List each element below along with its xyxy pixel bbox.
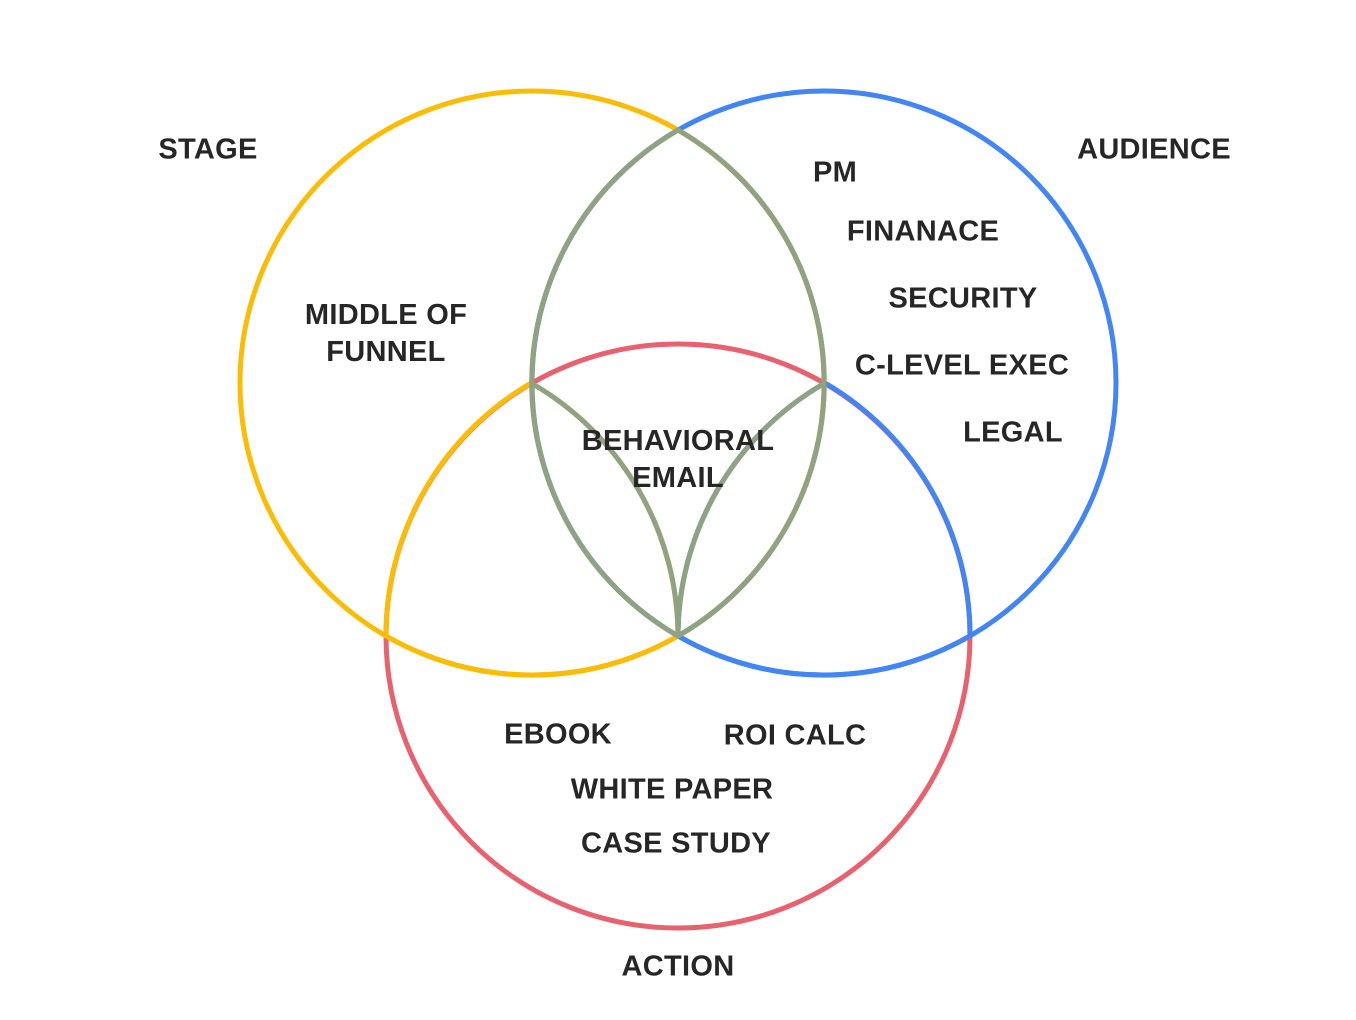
- stage-item-line-2: FUNNEL: [326, 336, 446, 368]
- stage-item-line-1: MIDDLE OF: [304, 299, 468, 331]
- stage-title: STAGE: [158, 133, 258, 166]
- action-item-ebook: EBOOK: [504, 718, 612, 751]
- center-item-line-1: BEHAVIORAL: [581, 425, 775, 457]
- overlap-center-edges: [529, 380, 827, 637]
- audience-item-finance: FINANACE: [846, 215, 1000, 248]
- center-item-line-2: EMAIL: [632, 462, 724, 494]
- action-title: ACTION: [621, 950, 735, 983]
- stage-item: MIDDLE OF FUNNEL: [305, 297, 467, 371]
- audience-title: AUDIENCE: [1077, 133, 1231, 166]
- audience-item-legal: LEGAL: [963, 416, 1063, 449]
- overlap-stage-audience: [529, 127, 827, 639]
- action-item-white-paper: WHITE PAPER: [570, 773, 774, 806]
- overlap-stage-audience-edges: [529, 127, 827, 639]
- audience-item-c-level-exec: C-LEVEL EXEC: [854, 349, 1070, 382]
- center-item: BEHAVIORAL EMAIL: [582, 423, 775, 497]
- action-item-roi-calc: ROI CALC: [723, 719, 867, 752]
- action-item-case-study: CASE STUDY: [581, 827, 771, 860]
- audience-item-pm: PM: [812, 156, 858, 189]
- audience-item-security: SECURITY: [888, 282, 1038, 315]
